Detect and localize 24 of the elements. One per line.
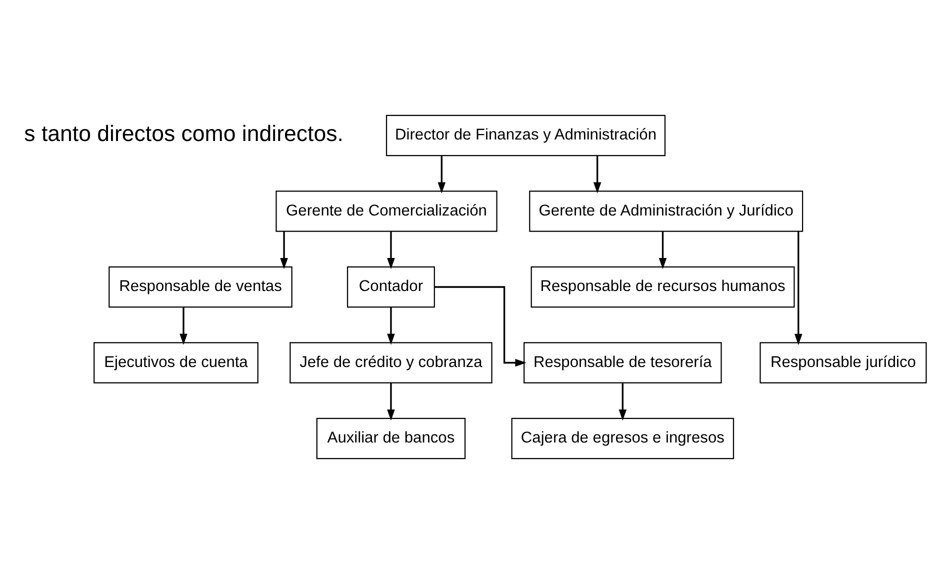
- arrow: [387, 306, 395, 344]
- arrow: [794, 230, 802, 345]
- node-box: Jefe de crédito y cobranza: [290, 342, 492, 383]
- arrow: [438, 155, 446, 193]
- arrow: [280, 231, 288, 269]
- node-box: Responsable jurídico: [760, 342, 927, 383]
- node-box: Gerente de Comercialización: [276, 190, 498, 232]
- node-box: Director de Finanzas y Administración: [386, 114, 666, 156]
- label: s tanto directos como indirectos.: [24, 120, 344, 146]
- node-box: Ejecutivos de cuenta: [94, 342, 258, 383]
- arrow: [387, 231, 395, 269]
- arrow: [658, 231, 667, 269]
- node-box: Responsable de ventas: [108, 266, 292, 308]
- node-box: Responsable de recursos humanos: [530, 266, 795, 308]
- arrow: [434, 286, 526, 366]
- arrow: [180, 306, 188, 344]
- arrow: [387, 382, 395, 420]
- node-box: Cajera de egresos e ingresos: [511, 417, 734, 459]
- node-box: Responsable de tesorería: [524, 342, 722, 383]
- node-box: Contador: [346, 266, 435, 308]
- node-box: Gerente de Administración y Jurídico: [529, 190, 804, 232]
- arrow: [593, 155, 602, 193]
- arrow: [618, 382, 627, 420]
- node-box: Auxiliar de bancos: [316, 417, 466, 459]
